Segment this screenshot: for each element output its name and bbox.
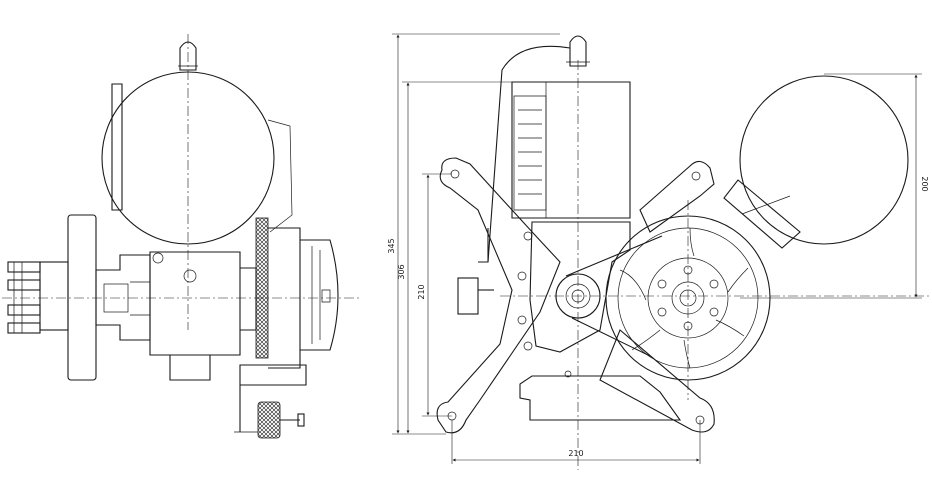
mounting-frame (436, 157, 561, 434)
dim-label-306: 306 (397, 264, 406, 279)
drive-pulley (555, 273, 601, 319)
front-view: 345 306 210 210 200 (387, 33, 930, 470)
spark-plug (569, 35, 587, 67)
fuel-tank-front (739, 75, 909, 245)
side-view (2, 34, 360, 439)
cooling-fins (513, 95, 547, 211)
fan-spokes (619, 227, 749, 369)
dim-label-345: 345 (387, 238, 396, 253)
pulley-bolts (7, 261, 41, 334)
pulley-disc (67, 214, 97, 381)
dimension-345: 345 (387, 33, 560, 435)
dim-label-200: 200 (920, 176, 929, 191)
dimension-210-horizontal: 210 (451, 420, 701, 464)
dimension-306: 306 (397, 81, 512, 434)
cylinder-head (511, 81, 631, 219)
dim-label-210-horizontal: 210 (568, 449, 583, 458)
flywheel-knurl (255, 217, 269, 359)
tank-cap (179, 41, 197, 71)
fuel-tank (101, 71, 275, 245)
dim-label-210-vertical: 210 (417, 284, 426, 299)
dimension-200: 200 (740, 73, 929, 299)
dimension-210-vertical: 210 (417, 173, 452, 417)
adjust-knob (257, 401, 281, 439)
fan-bolt-holes (657, 265, 719, 331)
